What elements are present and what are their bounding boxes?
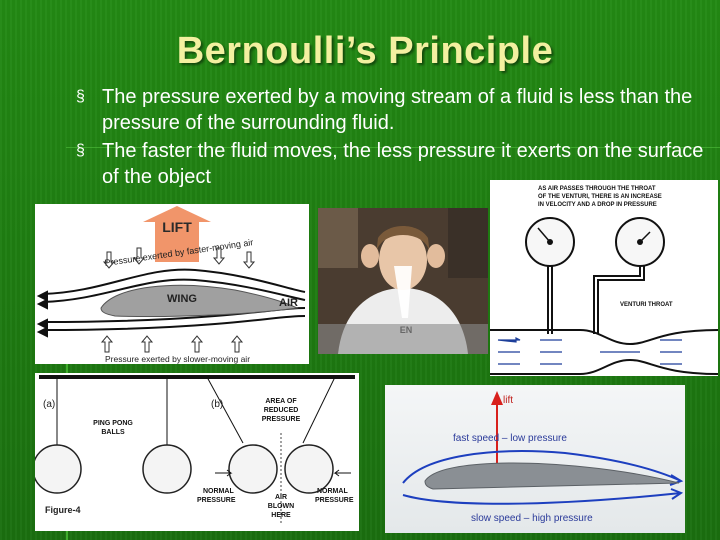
- wing-shape: [100, 284, 299, 318]
- bullet-marker-icon: §: [76, 142, 85, 159]
- venturi-caption-line: AS AIR PASSES THROUGH THE THROAT: [538, 186, 656, 192]
- lift-label: LIFT: [162, 219, 192, 235]
- airfoil-shape: [424, 462, 680, 490]
- venturi-throat-label: VENTURI THROAT: [620, 302, 673, 308]
- balls-label: BALLS: [101, 429, 125, 436]
- bullet-list: § The pressure exerted by a moving strea…: [76, 84, 716, 192]
- bottom-pressure-label: Pressure exerted by slower-moving air: [105, 354, 250, 364]
- balls-label: PING PONG: [93, 420, 133, 427]
- lift-label: lift: [503, 395, 513, 406]
- bullet-text: The pressure exerted by a moving stream …: [102, 86, 693, 134]
- wing-label: WING: [167, 293, 197, 305]
- lift-arrow-icon: [491, 391, 503, 405]
- bullet-text: The faster the fluid moves, the less pre…: [102, 140, 704, 188]
- ping-pong-diagram: (a) (b) PING PONG BALLS AREA OF REDUCED …: [35, 373, 359, 531]
- bullet-marker-icon: §: [76, 88, 85, 105]
- air-blown-label: AIR: [275, 494, 287, 501]
- decorative-rule: [66, 147, 720, 148]
- normal-pressure-label: PRESSURE: [315, 497, 354, 504]
- ping-pong-ball-icon: [142, 444, 192, 494]
- wing-lift-diagram: LIFT Pressure exerted by faster-moving a…: [35, 204, 309, 364]
- reduced-label: AREA OF: [265, 398, 297, 405]
- air-label: AIR: [279, 297, 298, 309]
- ping-pong-ball-icon: [284, 444, 334, 494]
- bullet-item: § The pressure exerted by a moving strea…: [76, 84, 716, 136]
- fast-speed-label: fast speed – low pressure: [453, 433, 567, 444]
- slow-speed-label: slow speed – high pressure: [471, 513, 593, 524]
- normal-pressure-label: NORMAL: [317, 488, 348, 495]
- venturi-caption-line: IN VELOCITY AND A DROP IN PRESSURE: [538, 202, 657, 208]
- reduced-label: PRESSURE: [262, 416, 301, 423]
- ping-pong-ball-icon: [35, 444, 82, 494]
- reduced-label: REDUCED: [264, 407, 299, 414]
- air-blown-label: HERE: [271, 512, 291, 519]
- normal-pressure-label: NORMAL: [203, 488, 234, 495]
- panel-b-label: (b): [211, 399, 223, 410]
- venturi-caption-line: OF THE VENTURI, THERE IS AN INCREASE: [538, 194, 662, 200]
- airfoil-diagram: lift fast speed – low pressure slow spee…: [385, 385, 685, 533]
- bullet-item: § The faster the fluid moves, the less p…: [76, 138, 716, 190]
- air-blown-label: BLOWN: [268, 503, 294, 510]
- slide-title: Bernoulli’s Principle: [176, 30, 554, 72]
- student-photo: EN: [318, 208, 488, 354]
- ping-pong-ball-icon: [228, 444, 278, 494]
- figure-label: Figure-4: [45, 505, 81, 515]
- panel-a-label: (a): [43, 399, 55, 410]
- lift-arrow-icon: [143, 206, 211, 262]
- normal-pressure-label: PRESSURE: [197, 497, 236, 504]
- venturi-diagram: AS AIR PASSES THROUGH THE THROAT OF THE …: [490, 180, 718, 376]
